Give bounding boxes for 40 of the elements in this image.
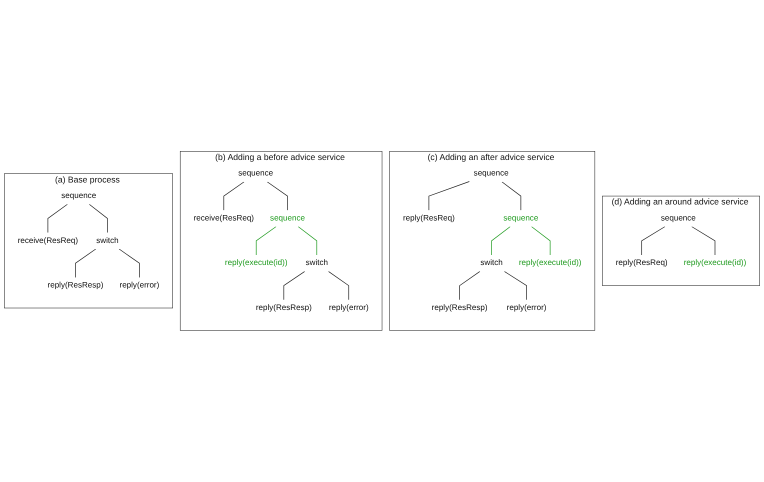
node-text: sequence — [474, 168, 509, 178]
connector — [118, 248, 140, 278]
connector — [491, 226, 511, 256]
node-text: reply(execute(id)) — [224, 258, 288, 268]
connector — [531, 226, 550, 256]
node-text: reply(ResReq) — [616, 258, 668, 268]
connector — [691, 226, 716, 256]
connector — [88, 204, 108, 234]
node-text: reply(ResResp) — [256, 303, 312, 312]
connector — [328, 271, 350, 300]
node-text: sequence — [238, 168, 274, 178]
node-text: reply(error) — [328, 303, 369, 312]
connector — [256, 226, 276, 256]
node-text: reply(execute(id)) — [518, 258, 582, 268]
connector — [504, 271, 527, 300]
connector — [48, 204, 68, 234]
node-text: receive(ResReq) — [194, 214, 254, 223]
connector — [459, 271, 480, 300]
node-text: switch — [480, 258, 503, 268]
connector — [266, 182, 288, 211]
node-text: switch — [306, 258, 328, 268]
connector — [428, 181, 470, 211]
node-text: reply(execute(id)) — [684, 258, 746, 268]
connector — [641, 226, 666, 256]
node-text: sequence — [270, 214, 305, 223]
connector — [298, 226, 318, 256]
node-text: sequence — [61, 191, 96, 200]
node-text: sequence — [503, 214, 538, 223]
node-text: sequence — [660, 214, 696, 223]
connector — [75, 248, 96, 278]
node-text: reply(error) — [506, 303, 546, 312]
node-text: reply(error) — [120, 280, 160, 290]
node-text: reply(ResResp) — [432, 303, 488, 312]
connector — [502, 182, 522, 211]
node-text: switch — [96, 236, 119, 246]
node-text: reply(ResReq) — [402, 214, 455, 223]
connector — [283, 271, 306, 300]
connector — [223, 182, 244, 211]
node-text: reply(ResResp) — [48, 280, 104, 290]
node-text: receive(ResReq) — [18, 236, 78, 246]
